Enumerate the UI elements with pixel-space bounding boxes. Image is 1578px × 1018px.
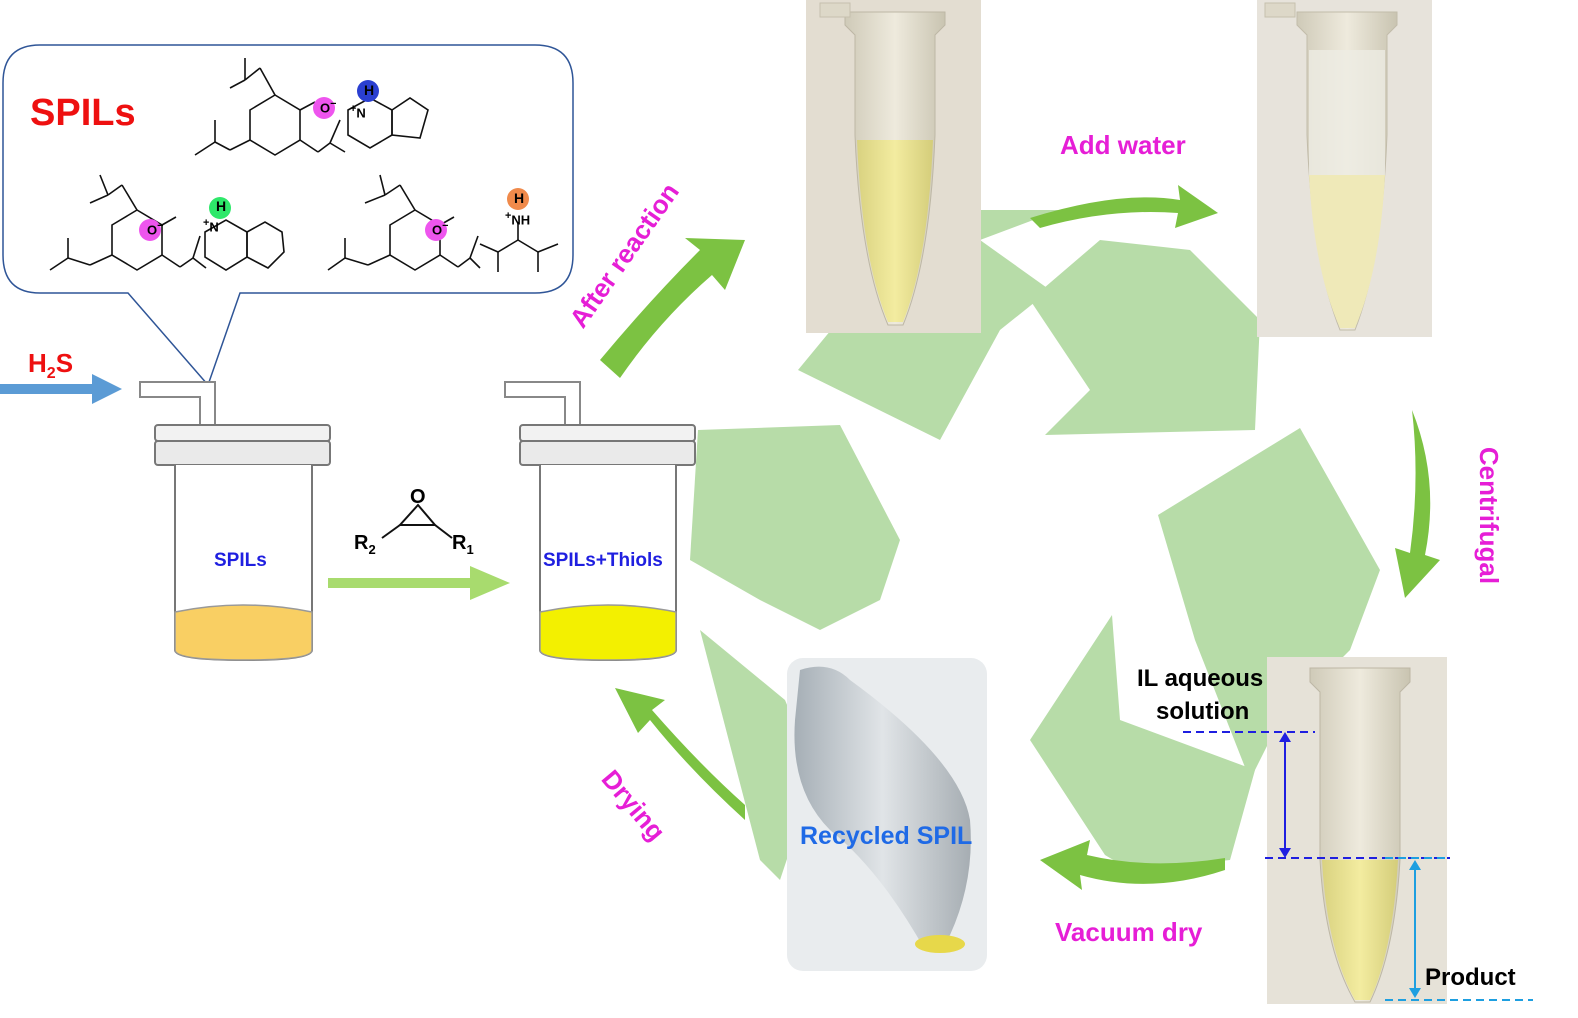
structure-1 xyxy=(194,58,429,156)
r2-subscript: 2 xyxy=(368,542,376,557)
after-reaction-arrow xyxy=(600,238,745,378)
o-symbol: O xyxy=(432,222,443,238)
phenoxide-o-3: O− xyxy=(432,220,448,237)
minus-charge: − xyxy=(330,98,337,110)
il-aqueous-label-1: IL aqueous xyxy=(1137,665,1264,692)
h2s-subscript: 2 xyxy=(46,365,56,383)
h2s-label: H2S xyxy=(28,348,73,383)
centrifugal-label: Centrifugal xyxy=(1474,446,1505,585)
epoxide-r2: R2 xyxy=(354,532,376,557)
spils-title: SPILs xyxy=(30,92,136,134)
product-label: Product xyxy=(1425,964,1516,991)
spils-callout xyxy=(2,44,574,387)
cation-n-2: +N xyxy=(203,217,219,234)
r1-subscript: 1 xyxy=(466,542,474,557)
tube-photo-centrifuged xyxy=(1267,657,1447,1004)
vessel-2 xyxy=(504,381,696,662)
structure-3 xyxy=(327,174,559,272)
structure-2 xyxy=(49,174,285,271)
tube-photo-after-reaction xyxy=(806,0,981,333)
add-water-arrow xyxy=(1030,185,1218,228)
epoxide-structure xyxy=(381,503,453,539)
vessel-1 xyxy=(139,381,331,662)
cation-h-1: H xyxy=(364,82,375,98)
reaction-arrow xyxy=(328,566,510,600)
flask-photo-recycled xyxy=(787,658,987,971)
o-symbol: O xyxy=(147,222,158,238)
cation-n-1: +N xyxy=(350,103,366,120)
phenoxide-o-2: O− xyxy=(147,220,163,237)
nh-symbol: NH xyxy=(511,212,531,228)
minus-charge: − xyxy=(157,220,164,232)
s-symbol: S xyxy=(55,348,74,378)
tube-photo-add-water xyxy=(1257,0,1432,337)
vessel-2-label: SPILs+Thiols xyxy=(543,550,663,571)
recycled-spil-label: Recycled SPIL xyxy=(800,822,973,850)
cation-h-3: H xyxy=(514,190,525,206)
phase-markers xyxy=(1183,731,1533,1001)
n-symbol: N xyxy=(356,105,366,121)
r2-symbol: R xyxy=(354,532,369,554)
cation-h-2: H xyxy=(216,198,227,214)
plus-charge: + xyxy=(505,210,512,222)
structure-1-atoms xyxy=(313,80,379,119)
epoxide-o: O xyxy=(410,486,426,508)
drying-arrow xyxy=(615,688,745,820)
structure-3-atoms xyxy=(425,188,529,241)
add-water-label: Add water xyxy=(1060,130,1186,160)
structure-2-atoms xyxy=(139,197,231,241)
cation-nh-3: +NH xyxy=(505,210,530,227)
centrifugal-arrow xyxy=(1395,410,1440,598)
vacuum-dry-label: Vacuum dry xyxy=(1055,917,1203,947)
vessel-1-label: SPILs xyxy=(214,550,267,571)
phenoxide-o-1: O− xyxy=(320,98,336,115)
o-symbol: O xyxy=(320,100,331,116)
h-symbol: H xyxy=(28,348,47,378)
epoxide-r1: R1 xyxy=(452,532,474,557)
il-aqueous-label-2: solution xyxy=(1156,698,1250,725)
plus-charge: + xyxy=(203,217,210,229)
recycle-symbol xyxy=(690,210,1380,880)
r1-symbol: R xyxy=(452,532,467,554)
n-symbol: N xyxy=(209,219,219,235)
h2s-arrow xyxy=(0,374,122,404)
minus-charge: − xyxy=(442,220,449,232)
vacuum-dry-arrow xyxy=(1040,840,1225,890)
plus-charge: + xyxy=(350,103,357,115)
